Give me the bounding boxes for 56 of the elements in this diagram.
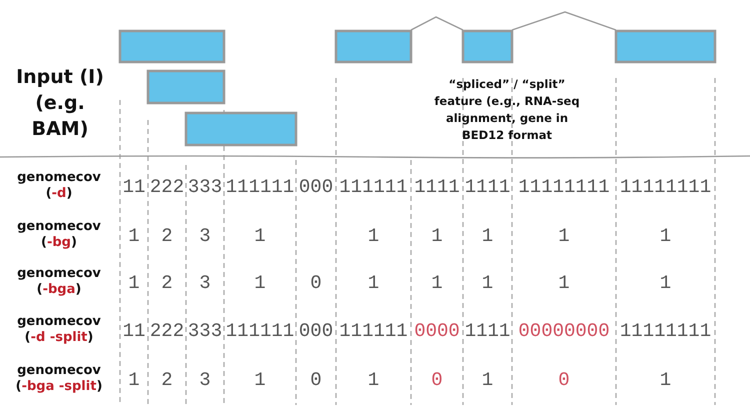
coverage-value: 000 [298,175,334,199]
coverage-value: 000 [298,319,334,343]
row-label: genomecov (-d) [16,170,102,202]
coverage-value: 1 [366,271,380,295]
coverage-value: 1111 [464,175,512,199]
coverage-value: 111111 [338,175,409,199]
coverage-value: 0000 [413,319,461,343]
coverage-value: 111111 [224,175,296,199]
coverage-value: 1 [127,224,141,248]
coverage-value: 2 [160,368,174,392]
coverage-value: 1 [480,271,494,295]
coverage-value: 11111111 [517,175,611,199]
coverage-value: 11111111 [618,319,712,343]
coverage-value: 11111111 [618,175,712,199]
row-label: genomecov (-bg) [16,219,102,251]
coverage-value: 111111 [224,319,296,343]
coverage-value: 1 [127,368,141,392]
coverage-value: 1 [557,271,571,295]
coverage-value: 222 [148,319,186,343]
coverage-value: 333 [186,175,224,199]
coverage-value: 1111 [413,175,461,199]
coverage-value: 1 [366,224,380,248]
coverage-value: 1 [658,368,672,392]
coverage-value: 1 [480,224,494,248]
coverage-value: 11 [122,175,146,199]
coverage-value: 1 [557,224,571,248]
input-heading: Input (I) (e.g. BAM) [15,65,105,142]
coverage-value: 1 [430,271,444,295]
coverage-value: 2 [160,224,174,248]
coverage-value: 0 [309,271,323,295]
row-label: genomecov (-bga -split) [14,363,104,395]
coverage-value: 3 [198,368,212,392]
coverage-value: 1111 [464,319,512,343]
coverage-value: 0 [430,368,444,392]
coverage-value: 1 [430,224,444,248]
row-label: genomecov (-bga) [16,266,102,298]
coverage-value: 11 [122,319,146,343]
coverage-value: 1 [658,224,672,248]
coverage-value: 3 [198,271,212,295]
coverage-value: 1 [253,271,267,295]
note: “spliced” / “split” feature (e.g., RNA-seq alignment, gene in BED12 format [433,76,581,144]
coverage-value: 222 [148,175,186,199]
coverage-value: 0 [309,368,323,392]
row-label: genomecov (-d -split) [16,314,102,346]
coverage-value: 0 [557,368,571,392]
coverage-value: 3 [198,224,212,248]
coverage-value: 1 [127,271,141,295]
coverage-value: 00000000 [517,319,611,343]
coverage-value: 111111 [338,319,409,343]
coverage-value: 1 [366,368,380,392]
coverage-value: 1 [253,368,267,392]
coverage-value: 2 [160,271,174,295]
coverage-value: 1 [658,271,672,295]
coverage-value: 1 [253,224,267,248]
coverage-value: 1 [480,368,494,392]
coverage-value: 333 [186,319,224,343]
